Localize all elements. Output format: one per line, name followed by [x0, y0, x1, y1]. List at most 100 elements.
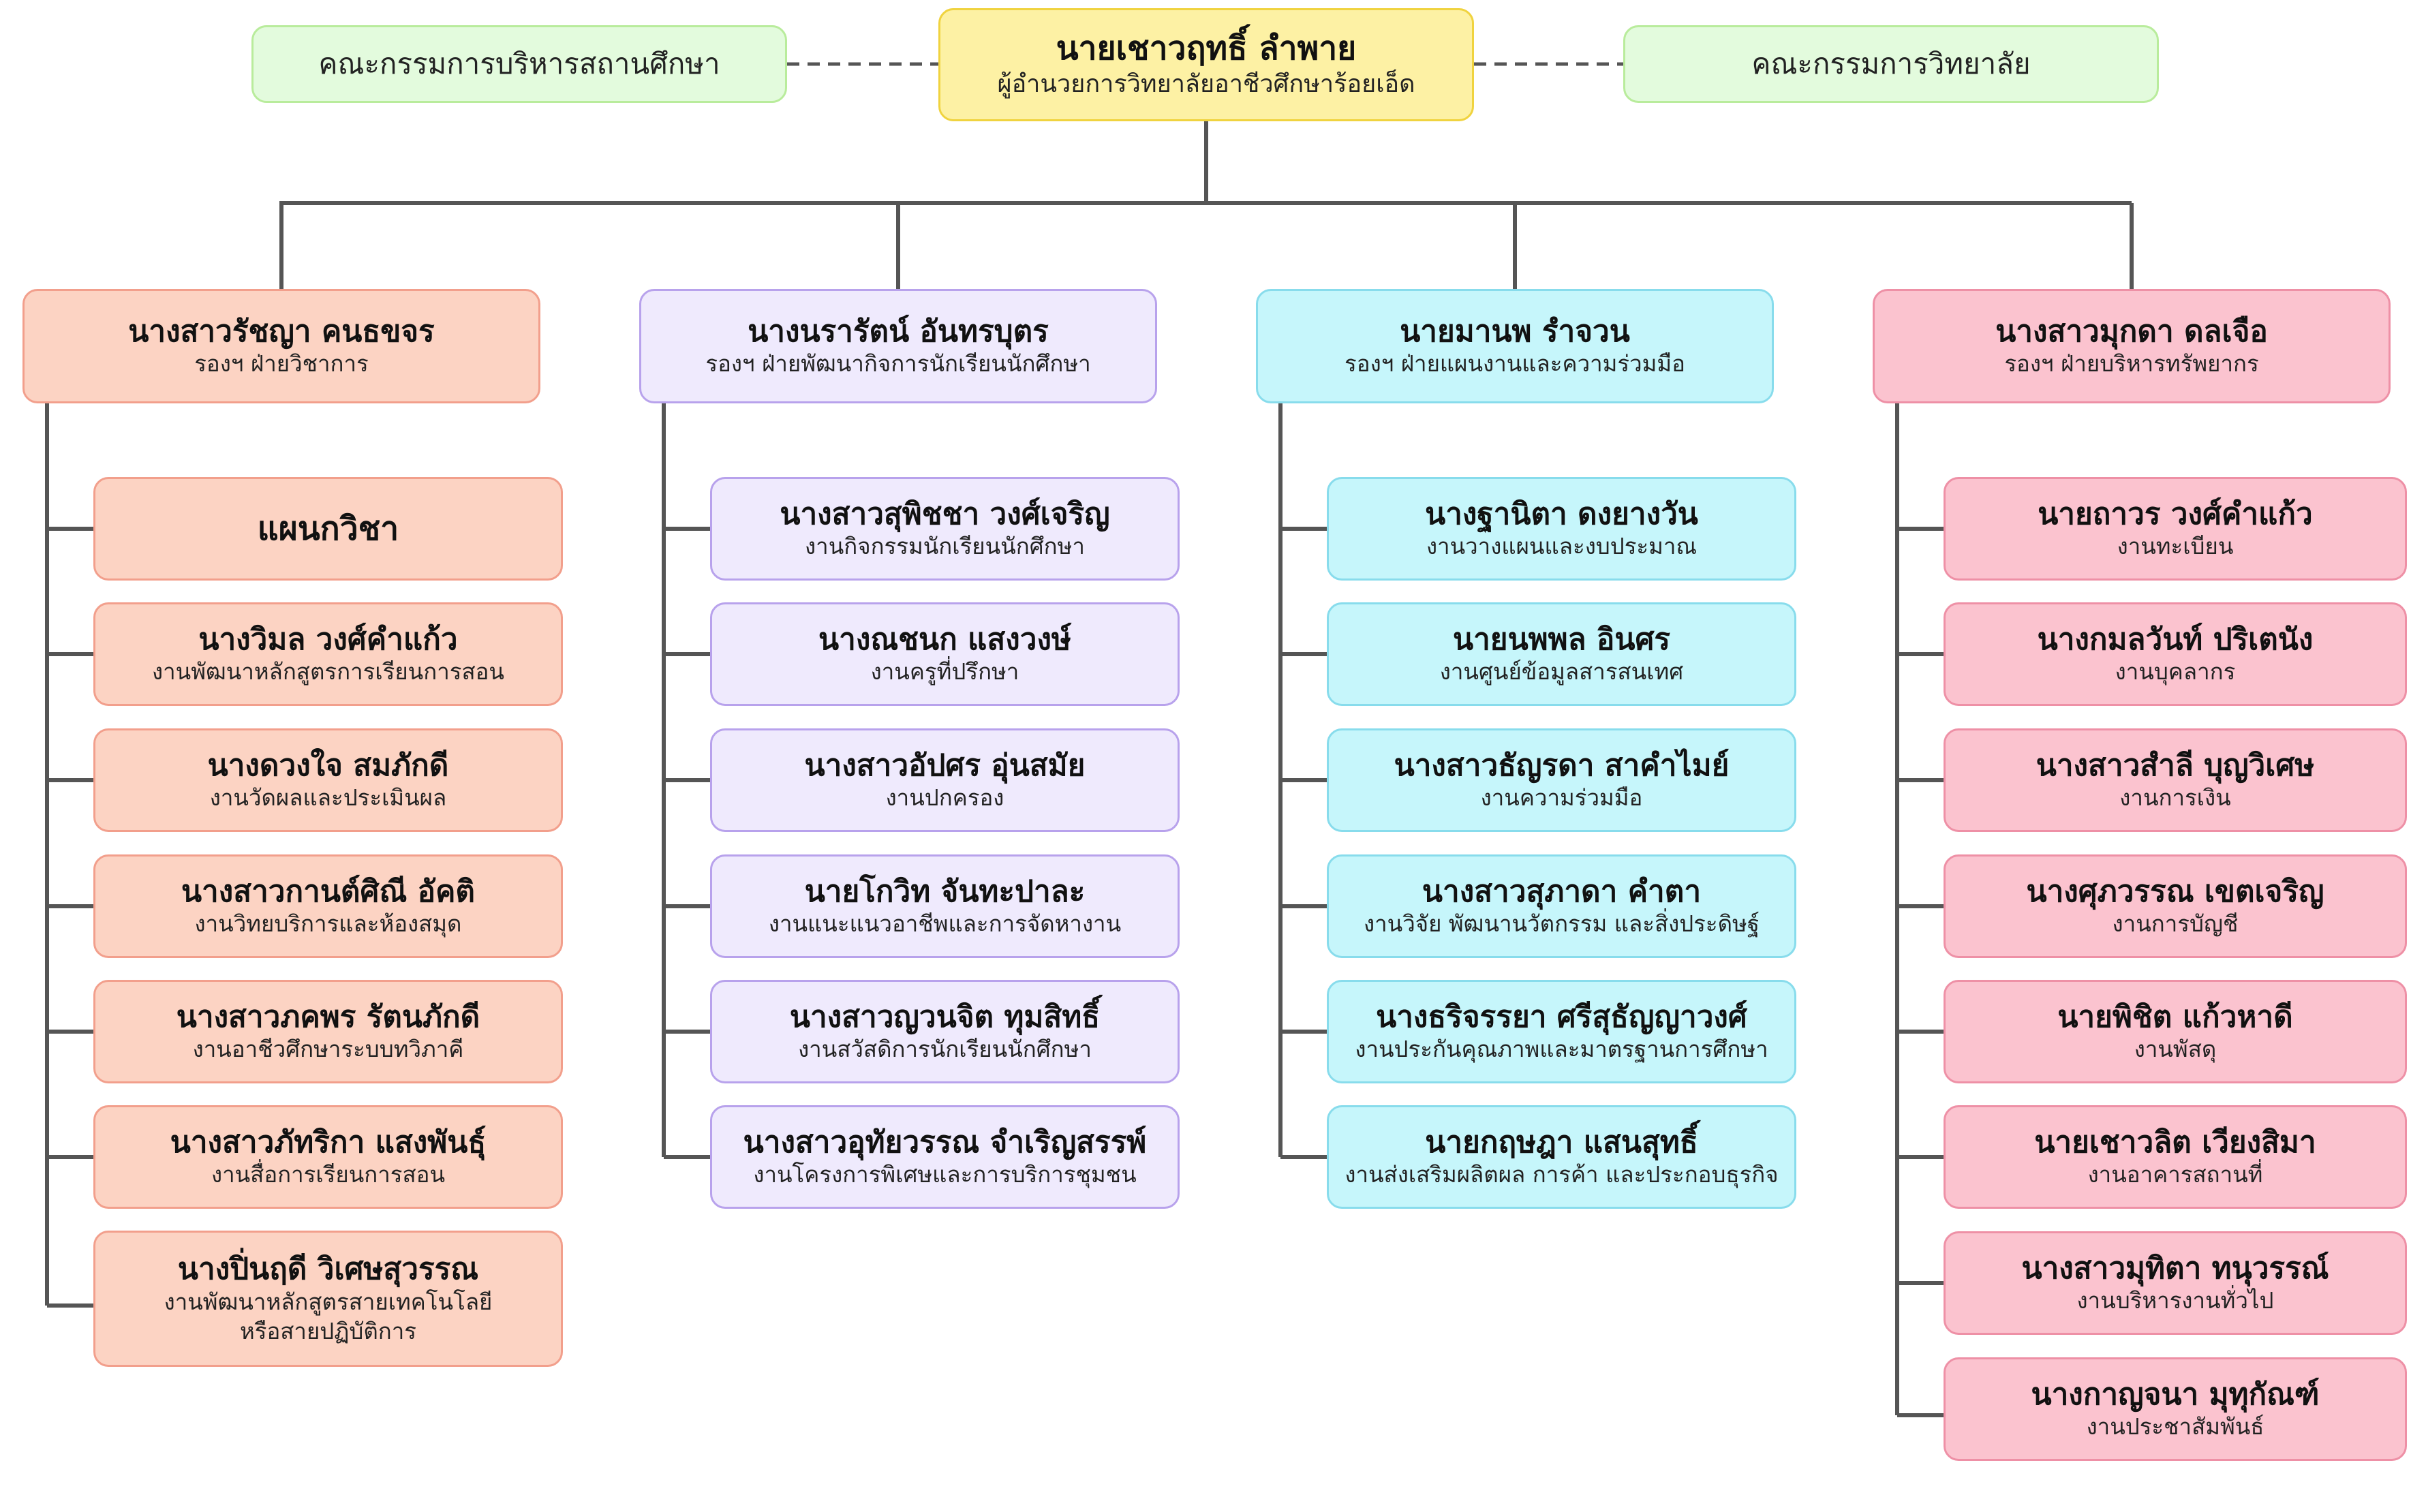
division-head-resources: นางสาวมุกดา ดลเจือ รองฯ ฝ่ายบริหารทรัพยา… — [1873, 289, 2391, 403]
unit-box: นางกมลวันท์ ปริเตนัง งานบุคลากร — [1944, 602, 2407, 706]
unit-role: งานโครงการพิเศษและการบริการชุมชน — [753, 1161, 1137, 1188]
unit-name: นายพิชิต แก้วหาดี — [2057, 999, 2293, 1034]
unit-box: นายโกวิท จันทะปาละ งานแนะแนวอาชีพและการจ… — [710, 854, 1180, 958]
unit-box: นางสาวมุทิตา ทนุวรรณ์ งานบริหารงานทั่วไป — [1944, 1231, 2407, 1335]
unit-role: งานครูที่ปรึกษา — [870, 658, 1019, 685]
division-head-name: นางสาวมุกดา ดลเจือ — [1995, 313, 2268, 349]
unit-role: งานส่งเสริมผลิตผล การค้า และประกอบธุรกิจ — [1345, 1161, 1779, 1188]
unit-name: นางสาวธัญรดา สาคำไมย์ — [1394, 747, 1730, 783]
unit-box: นายเชาวลิต เวียงสิมา งานอาคารสถานที่ — [1944, 1105, 2407, 1209]
unit-box: นางธริจรรยา ศรีสุธัญญาวงศ์ งานประกันคุณภ… — [1327, 980, 1796, 1083]
unit-name: นางวิมล วงศ์คำแก้ว — [198, 621, 458, 657]
unit-box: นางสาวสุภาดา คำตา งานวิจัย พัฒนานวัตกรรม… — [1327, 854, 1796, 958]
unit-box: นางสาวธัญรดา สาคำไมย์ งานความร่วมมือ — [1327, 728, 1796, 832]
unit-role: งานบุคลากร — [2115, 658, 2236, 685]
division-head-role: รองฯ ฝ่ายบริหารทรัพยากร — [2004, 350, 2259, 377]
unit-box: นางณชนก แสงวงษ์ งานครูที่ปรึกษา — [710, 602, 1180, 706]
unit-role: งานพัสดุ — [2134, 1036, 2217, 1063]
unit-role: งานความร่วมมือ — [1480, 784, 1643, 812]
unit-name: นางกมลวันท์ ปริเตนัง — [2037, 621, 2314, 657]
unit-name: นางธริจรรยา ศรีสุธัญญาวงศ์ — [1376, 999, 1747, 1034]
unit-role: งานสื่อการเรียนการสอน — [211, 1161, 446, 1188]
unit-name: นางสาวญวนจิต ทุมสิทธิ์ — [789, 999, 1101, 1034]
unit-name: นางดวงใจ สมภักดี — [207, 747, 449, 783]
unit-name: นายโกวิท จันทะปาละ — [804, 874, 1086, 909]
unit-name: นายเชาวลิต เวียงสิมา — [2034, 1124, 2316, 1160]
division-head-planning: นายมานพ รำจวน รองฯ ฝ่ายแผนงานและความร่วม… — [1256, 289, 1774, 403]
unit-box: นางวิมล วงศ์คำแก้ว งานพัฒนาหลักสูตรการเร… — [93, 602, 563, 706]
unit-box: นางสาวภคพร รัตนภักดี งานอาชีวศึกษาระบบทว… — [93, 980, 563, 1083]
unit-name: นายนพพล อินศร — [1453, 621, 1670, 657]
unit-box: นางสาวอุทัยวรรณ จำเริญสรรพ์ งานโครงการพิ… — [710, 1105, 1180, 1209]
unit-box: นายนพพล อินศร งานศูนย์ข้อมูลสารสนเทศ — [1327, 602, 1796, 706]
unit-box: นายพิชิต แก้วหาดี งานพัสดุ — [1944, 980, 2407, 1083]
division-head-name: นายมานพ รำจวน — [1400, 313, 1630, 349]
unit-name: นางสาวมุทิตา ทนุวรรณ์ — [2021, 1250, 2329, 1286]
unit-name: นางสาวภคพร รัตนภักดี — [176, 999, 480, 1034]
division-head-role: รองฯ ฝ่ายวิชาการ — [194, 350, 369, 377]
board-left-label: คณะกรรมการบริหารสถานศึกษา — [318, 47, 720, 80]
division-head-academic: นางสาวรัชญา คนธขจร รองฯ ฝ่ายวิชาการ — [22, 289, 540, 403]
unit-box: นางศุภวรรณ เขตเจริญ งานการบัญชี — [1944, 854, 2407, 958]
unit-name: นางสาวสุพิชชา วงศ์เจริญ — [780, 496, 1110, 531]
unit-box: นายถาวร วงศ์คำแก้ว งานทะเบียน — [1944, 477, 2407, 581]
unit-box: แผนกวิชา — [93, 477, 563, 581]
unit-name: นางสาวอุทัยวรรณ จำเริญสรรพ์ — [743, 1124, 1147, 1160]
unit-role: งานวิจัย พัฒนานวัตกรรม และสิ่งประดิษฐ์ — [1364, 910, 1760, 938]
unit-box: นายกฤษฎา แสนสุทธิ์ งานส่งเสริมผลิตผล การ… — [1327, 1105, 1796, 1209]
unit-role: งานวางแผนและงบประมาณ — [1426, 533, 1698, 560]
unit-role: งานปกครอง — [885, 784, 1004, 812]
unit-box: นางสาวภัทริกา แสงพันธุ์ งานสื่อการเรียนก… — [93, 1105, 563, 1209]
unit-box: นางสาวกานต์ศิณี อัคติ งานวิทยบริการและห้… — [93, 854, 563, 958]
unit-box: นางสาวอัปศร อุ่นสมัย งานปกครอง — [710, 728, 1180, 832]
unit-role: งานการเงิน — [2119, 784, 2231, 812]
unit-role: งานพัฒนาหลักสูตรการเรียนการสอน — [152, 658, 504, 685]
unit-role: งานอาชีวศึกษาระบบทวิภาคี — [192, 1036, 464, 1063]
unit-name: นายกฤษฎา แสนสุทธิ์ — [1425, 1124, 1698, 1160]
unit-role: งานกิจกรรมนักเรียนนักศึกษา — [805, 533, 1085, 560]
unit-role: งานวัดผลและประเมินผล — [209, 784, 447, 812]
unit-role: งานแนะแนวอาชีพและการจัดหางาน — [768, 910, 1122, 938]
unit-name: นางสาวอัปศร อุ่นสมัย — [804, 747, 1086, 783]
board-right-box: คณะกรรมการวิทยาลัย — [1623, 25, 2159, 103]
unit-name: นางณชนก แสงวงษ์ — [818, 621, 1071, 657]
board-right-label: คณะกรรมการวิทยาลัย — [1751, 47, 2031, 80]
unit-role: งานสวัสดิการนักเรียนนักศึกษา — [798, 1036, 1092, 1063]
unit-name: นางฐานิตา ดงยางวัน — [1425, 496, 1698, 531]
unit-name: นายถาวร วงศ์คำแก้ว — [2038, 496, 2313, 531]
unit-box: นางดวงใจ สมภักดี งานวัดผลและประเมินผล — [93, 728, 563, 832]
unit-box: นางกาญจนา มุทุกัณฑ์ งานประชาสัมพันธ์ — [1944, 1357, 2407, 1461]
director-box: นายเชาวฤทธิ์ ลำพาย ผู้อำนวยการวิทยาลัยอา… — [938, 8, 1474, 121]
division-head-name: นางนรารัตน์ อันทรบุตร — [748, 313, 1049, 349]
unit-name: นางสาวภัทริกา แสงพันธุ์ — [170, 1124, 487, 1160]
director-name: นายเชาวฤทธิ์ ลำพาย — [1056, 29, 1357, 68]
division-head-role: รองฯ ฝ่ายแผนงานและความร่วมมือ — [1345, 350, 1685, 377]
unit-role: งานศูนย์ข้อมูลสารสนเทศ — [1439, 658, 1684, 685]
unit-name: นางปิ่นฤดี วิเศษสุวรรณ — [177, 1252, 479, 1287]
unit-name: นางศุภวรรณ เขตเจริญ — [2026, 874, 2324, 909]
unit-role: งานประชาสัมพันธ์ — [2086, 1413, 2264, 1440]
unit-role: งานอาคารสถานที่ — [2087, 1161, 2263, 1188]
division-head-name: นางสาวรัชญา คนธขจร — [128, 313, 435, 349]
unit-role: งานประกันคุณภาพและมาตรฐานการศึกษา — [1355, 1036, 1768, 1063]
unit-name: นางกาญจนา มุทุกัณฑ์ — [2031, 1376, 2320, 1412]
unit-box: นางสาวสุพิชชา วงศ์เจริญ งานกิจกรรมนักเรี… — [710, 477, 1180, 581]
unit-name: แผนกวิชา — [257, 510, 399, 548]
unit-role: งานวิทยบริการและห้องสมุด — [194, 910, 462, 938]
unit-box: นางสาวสำลี บุญวิเศษ งานการเงิน — [1944, 728, 2407, 832]
board-left-box: คณะกรรมการบริหารสถานศึกษา — [251, 25, 787, 103]
unit-name: นางสาวสุภาดา คำตา — [1422, 874, 1702, 909]
unit-role: งานพัฒนาหลักสูตรสายเทคโนโลยี หรือสายปฏิบ… — [164, 1288, 493, 1344]
unit-box: นางฐานิตา ดงยางวัน งานวางแผนและงบประมาณ — [1327, 477, 1796, 581]
unit-name: นางสาวสำลี บุญวิเศษ — [2036, 747, 2315, 783]
unit-role: งานบริหารงานทั่วไป — [2076, 1287, 2274, 1314]
unit-role: งานการบัญชี — [2112, 910, 2239, 938]
division-head-role: รองฯ ฝ่ายพัฒนากิจการนักเรียนนักศึกษา — [705, 350, 1091, 377]
unit-name: นางสาวกานต์ศิณี อัคติ — [181, 874, 476, 909]
unit-box: นางปิ่นฤดี วิเศษสุวรรณ งานพัฒนาหลักสูตรส… — [93, 1231, 563, 1367]
unit-role: งานทะเบียน — [2117, 533, 2234, 560]
unit-box: นางสาวญวนจิต ทุมสิทธิ์ งานสวัสดิการนักเร… — [710, 980, 1180, 1083]
division-head-student-affairs: นางนรารัตน์ อันทรบุตร รองฯ ฝ่ายพัฒนากิจก… — [639, 289, 1157, 403]
